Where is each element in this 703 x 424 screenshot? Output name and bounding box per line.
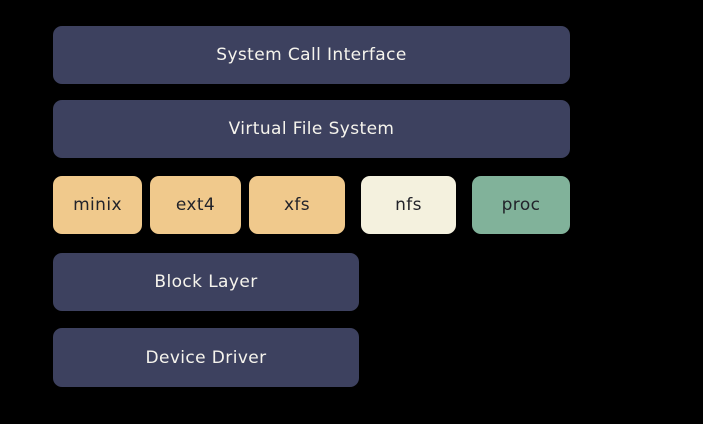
layer-virtual-file-system: Virtual File System [53,100,570,158]
filesystem-minix: minix [53,176,142,234]
layer-system-call-interface: System Call Interface [53,26,570,84]
filesystem-proc: proc [472,176,570,234]
filesystem-nfs: nfs [361,176,456,234]
layer-block-layer: Block Layer [53,253,359,311]
filesystem-xfs-label: xfs [283,195,311,215]
layer-virtual-file-system-label: Virtual File System [228,119,395,139]
layer-system-call-interface-label: System Call Interface [216,45,407,65]
layer-block-layer-label: Block Layer [154,272,258,292]
filesystem-ext4-label: ext4 [175,195,216,215]
filesystem-ext4: ext4 [150,176,241,234]
layer-device-driver-label: Device Driver [145,347,267,368]
filesystem-proc-label: proc [501,195,541,215]
filesystem-minix-label: minix [73,195,122,215]
filesystem-nfs-label: nfs [395,195,422,215]
filesystem-xfs: xfs [249,176,345,234]
layer-device-driver: Device Driver [53,328,359,387]
